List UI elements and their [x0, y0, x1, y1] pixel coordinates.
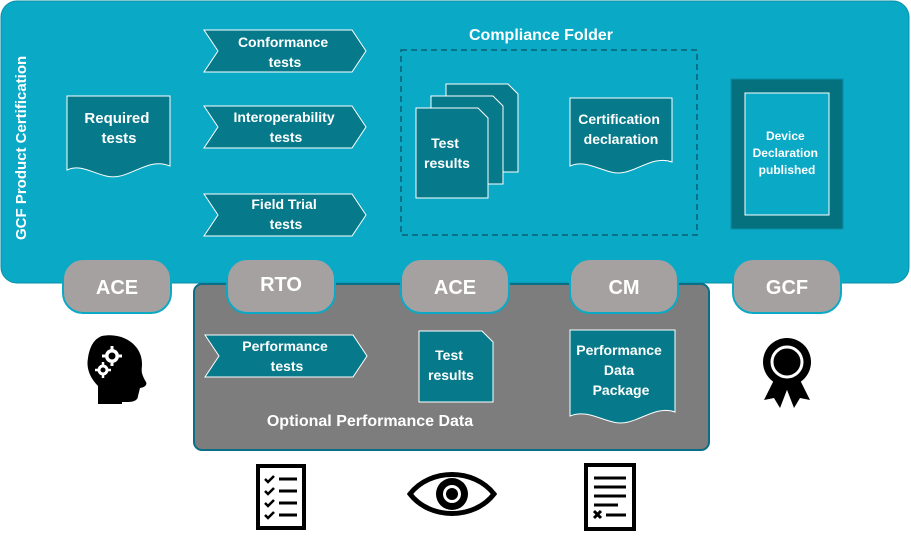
head-gears-icon	[87, 335, 147, 404]
award-ribbon-icon	[763, 338, 811, 408]
field-trial-tests-label: Field Trial tests	[251, 196, 320, 232]
test-results-stack	[415, 83, 519, 199]
svg-text:RTO: RTO	[260, 274, 302, 296]
certification-declaration-document	[569, 97, 673, 174]
gcf-product-certification-title: GCF Product Certification	[13, 56, 30, 240]
role-pill-ace-1: ACE	[62, 258, 172, 314]
role-pill-rto: RTO	[226, 258, 336, 314]
required-tests-label: Required tests	[84, 110, 153, 147]
svg-text:ACE: ACE	[434, 277, 476, 299]
conformance-tests-arrow	[203, 29, 367, 73]
role-pill-ace-2: ACE	[400, 258, 510, 314]
role-pill-cm: CM	[569, 258, 679, 314]
performance-tests-label: Performance tests	[242, 338, 331, 374]
svg-text:CM: CM	[608, 277, 639, 299]
field-trial-tests-arrow	[203, 193, 367, 237]
device-declaration-box	[744, 92, 830, 216]
optional-test-results-label: Test results	[428, 347, 474, 383]
eye-icon	[406, 472, 498, 516]
checklist-icon	[256, 464, 306, 530]
performance-tests-arrow	[204, 334, 368, 378]
performance-data-package-label: Performance Data Package	[576, 342, 665, 398]
certification-declaration-label: Certification declaration	[578, 111, 664, 147]
svg-text:GCF: GCF	[766, 277, 808, 299]
role-pill-gcf: GCF	[732, 258, 842, 314]
performance-data-package-document	[569, 329, 676, 424]
interoperability-tests-arrow	[203, 105, 367, 149]
optional-performance-data-title: Optional Performance Data	[267, 413, 473, 430]
compliance-folder-title: Compliance Folder	[469, 27, 613, 44]
conformance-tests-label: Conformance tests	[238, 34, 332, 70]
test-results-label: Test results	[424, 135, 470, 171]
interoperability-tests-label: Interoperability tests	[233, 109, 338, 145]
svg-text:ACE: ACE	[96, 277, 138, 299]
optional-test-results-document	[418, 330, 494, 403]
required-tests-document	[66, 95, 171, 178]
document-icon	[584, 463, 636, 531]
device-declaration-label: Device Declaration published	[753, 129, 822, 177]
